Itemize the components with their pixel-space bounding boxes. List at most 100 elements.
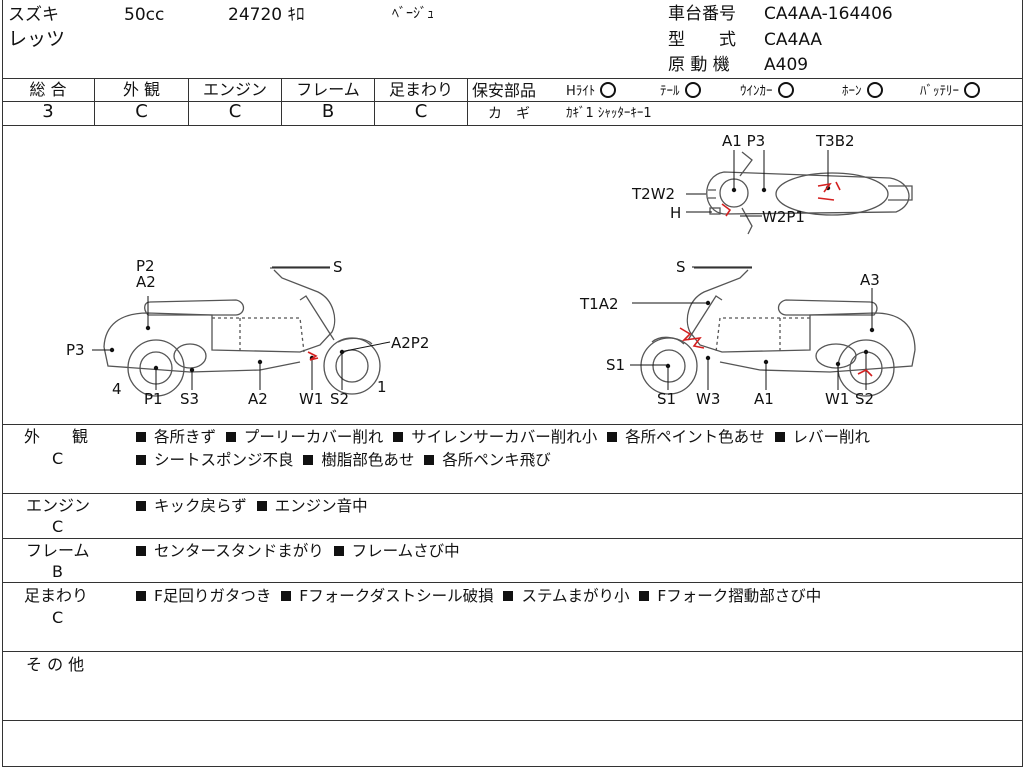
label-S-left: S bbox=[333, 258, 343, 276]
bullet-icon bbox=[774, 432, 785, 442]
divider bbox=[188, 78, 189, 125]
bullet-icon bbox=[281, 591, 292, 601]
label-S1-b: S1 bbox=[657, 390, 676, 408]
label-P2: P2 bbox=[136, 257, 155, 275]
divider bbox=[468, 101, 1022, 102]
label-S2-right: S2 bbox=[855, 390, 874, 408]
damage-marks bbox=[307, 181, 873, 377]
bullet-icon bbox=[136, 591, 146, 601]
safety-headlight: Hﾗｲﾄ bbox=[566, 82, 617, 102]
label-S-right: S bbox=[676, 258, 686, 276]
label-A2P2: A2P2 bbox=[391, 334, 429, 352]
ok-circle-icon bbox=[866, 82, 883, 98]
engine-label: 原 動 機 bbox=[668, 55, 730, 75]
bullet-icon bbox=[607, 432, 618, 442]
damage-diagram: P2 A2 S P3 A2P2 4 1 P1 S3 A2 W1 S2 S A3 … bbox=[66, 132, 916, 408]
note-suspension-grade: C bbox=[52, 608, 64, 627]
label-T1A2: T1A2 bbox=[579, 295, 619, 313]
divider bbox=[2, 720, 1022, 721]
bullet-icon bbox=[333, 546, 344, 556]
safety-label: 保安部品 bbox=[472, 81, 537, 100]
note-exterior-line-1: 各所きず プーリーカバー削れ サイレンサーカバー削れ小 各所ペイント色あせ レバ… bbox=[136, 427, 870, 447]
bullet-icon bbox=[225, 432, 236, 442]
mileage: 24720 ｷﾛ bbox=[228, 5, 305, 25]
body-color: ﾍﾞｰｼﾞｭ bbox=[392, 6, 434, 22]
label-A1: A1 bbox=[754, 390, 774, 408]
key-value: ｶｷﾞ1 ｼｬｯﾀｰｷｰ1 bbox=[566, 106, 652, 121]
label-H: H bbox=[670, 204, 681, 222]
note-other-label: そ の 他 bbox=[26, 655, 85, 674]
note-exterior-grade: C bbox=[52, 449, 64, 468]
divider bbox=[2, 101, 468, 102]
bullet-icon bbox=[136, 455, 146, 465]
divider bbox=[2, 78, 1022, 79]
divider bbox=[2, 125, 1022, 126]
grade-engine-value: C bbox=[228, 101, 242, 122]
bullet-icon bbox=[256, 501, 267, 511]
label-A2-bottom: A2 bbox=[248, 390, 268, 408]
safety-tail: ﾃｰﾙ bbox=[660, 82, 701, 102]
label-S1-a: S1 bbox=[606, 356, 625, 374]
divider bbox=[2, 582, 1022, 583]
divider bbox=[2, 538, 1022, 539]
bullet-icon bbox=[136, 501, 146, 511]
grade-frame-value: B bbox=[321, 101, 335, 122]
bullet-icon bbox=[639, 591, 650, 601]
label-S2-left: S2 bbox=[330, 390, 349, 408]
bullet-icon bbox=[136, 546, 146, 556]
type-value: CA4AA bbox=[764, 30, 823, 50]
label-A1P3: A1 P3 bbox=[722, 132, 765, 150]
bullet-icon bbox=[424, 455, 435, 465]
divider bbox=[2, 424, 1022, 425]
label-W3: W3 bbox=[696, 390, 720, 408]
bullet-icon bbox=[136, 432, 146, 442]
note-exterior-line-2: シートスポンジ不良 樹脂部色あせ 各所ペンキ飛び bbox=[136, 450, 551, 470]
note-engine-line-1: キック戻らず エンジン音中 bbox=[136, 496, 368, 516]
safety-horn: ﾎｰﾝ bbox=[842, 82, 883, 102]
grade-exterior-value: C bbox=[135, 101, 148, 122]
note-exterior-label: 外 観 bbox=[24, 427, 89, 446]
label-A2-top: A2 bbox=[136, 273, 156, 291]
safety-battery: ﾊﾞｯﾃﾘｰ bbox=[920, 82, 980, 102]
divider bbox=[2, 651, 1022, 652]
divider bbox=[2, 493, 1022, 494]
divider bbox=[281, 78, 282, 125]
ok-circle-icon bbox=[600, 82, 617, 98]
label-S3: S3 bbox=[180, 390, 199, 408]
label-4: 4 bbox=[112, 380, 122, 398]
label-W2P1: W2P1 bbox=[762, 208, 805, 226]
label-T3B2: T3B2 bbox=[815, 132, 855, 150]
note-suspension-line-1: F足回りガタつき Fフォークダストシール破損 ステムまがり小 Fフォーク摺動部さ… bbox=[136, 586, 821, 606]
note-engine-label: エンジン bbox=[26, 496, 91, 515]
key-label: カ ギ bbox=[488, 106, 530, 122]
grade-frame-label: フレーム bbox=[296, 80, 360, 99]
label-A3: A3 bbox=[860, 271, 880, 289]
safety-winker: ｳｲﾝｶｰ bbox=[740, 82, 794, 102]
engine-value: A409 bbox=[764, 55, 809, 75]
label-P3: P3 bbox=[66, 341, 85, 359]
scooter-left-view bbox=[103, 267, 381, 397]
grade-suspension-label: 足まわり bbox=[388, 80, 453, 99]
note-suspension-label: 足まわり bbox=[24, 586, 89, 605]
displacement: 50cc bbox=[124, 5, 165, 25]
grade-suspension-value: C bbox=[414, 101, 428, 122]
divider bbox=[467, 78, 468, 125]
grade-overall-label: 総 合 bbox=[29, 80, 67, 99]
bullet-icon bbox=[303, 455, 314, 465]
label-W1-right: W1 bbox=[825, 390, 849, 408]
ok-circle-icon bbox=[964, 82, 980, 98]
label-T2W2: T2W2 bbox=[631, 185, 675, 203]
model-name: レッツ bbox=[8, 28, 66, 50]
bullet-icon bbox=[503, 591, 514, 601]
divider bbox=[374, 78, 375, 125]
ok-circle-icon bbox=[777, 82, 794, 98]
note-frame-line-1: センタースタンドまがり フレームさび中 bbox=[136, 541, 460, 561]
bullet-icon bbox=[393, 432, 404, 442]
label-1: 1 bbox=[377, 378, 387, 396]
maker: スズキ bbox=[8, 5, 59, 25]
label-P1: P1 bbox=[144, 390, 163, 408]
type-label: 型 式 bbox=[668, 30, 736, 50]
scooter-top-view bbox=[706, 151, 913, 235]
ok-circle-icon bbox=[684, 82, 701, 98]
